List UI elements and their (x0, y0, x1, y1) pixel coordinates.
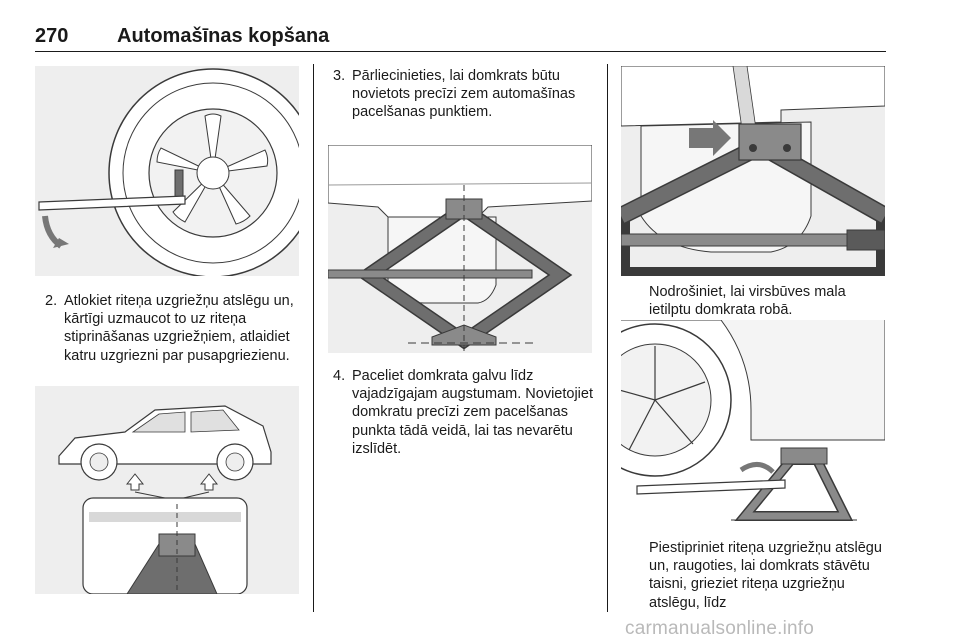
step-4: 4. Paceliet domkrata galvu līdz vajadzīg… (333, 367, 599, 458)
figure-jack-head-notch (621, 66, 885, 276)
step-3: 3. Pārliecinieties, lai domkrats būtu no… (333, 67, 599, 122)
column-divider-left (313, 64, 314, 612)
step-number: 3. (333, 68, 346, 84)
note-crank: Piestipriniet riteņa uzgriežņu atslēgu u… (649, 540, 882, 611)
step-text: Pārliecinieties, lai domkrats būtu novie… (352, 68, 576, 121)
chapter-title: Automašīnas kopšana (117, 25, 330, 47)
step-2: 2. Atlokiet riteņa uzgriežņu atslēgu un,… (45, 292, 307, 365)
page-number: 270 (35, 25, 69, 47)
step-number: 2. (45, 293, 58, 309)
column-divider-right (607, 64, 608, 612)
figure-crank-jack (621, 320, 885, 528)
figure-jack-position (328, 145, 592, 353)
note-body-edge: Nodrošiniet, lai virsbūves mala ietilptu… (649, 284, 846, 319)
figure-car-lifting-points (35, 386, 299, 594)
watermark: carmanualsonline.info (625, 618, 815, 639)
step-text: Atlokiet riteņa uzgriežņu atslēgu un, kā… (64, 293, 294, 364)
page-header: 270 Automašīnas kopšana (35, 22, 886, 52)
figure-wheel-wrench (35, 66, 299, 276)
step-text: Paceliet domkrata galvu līdz vajadzīgaja… (352, 368, 593, 457)
step-number: 4. (333, 368, 346, 384)
